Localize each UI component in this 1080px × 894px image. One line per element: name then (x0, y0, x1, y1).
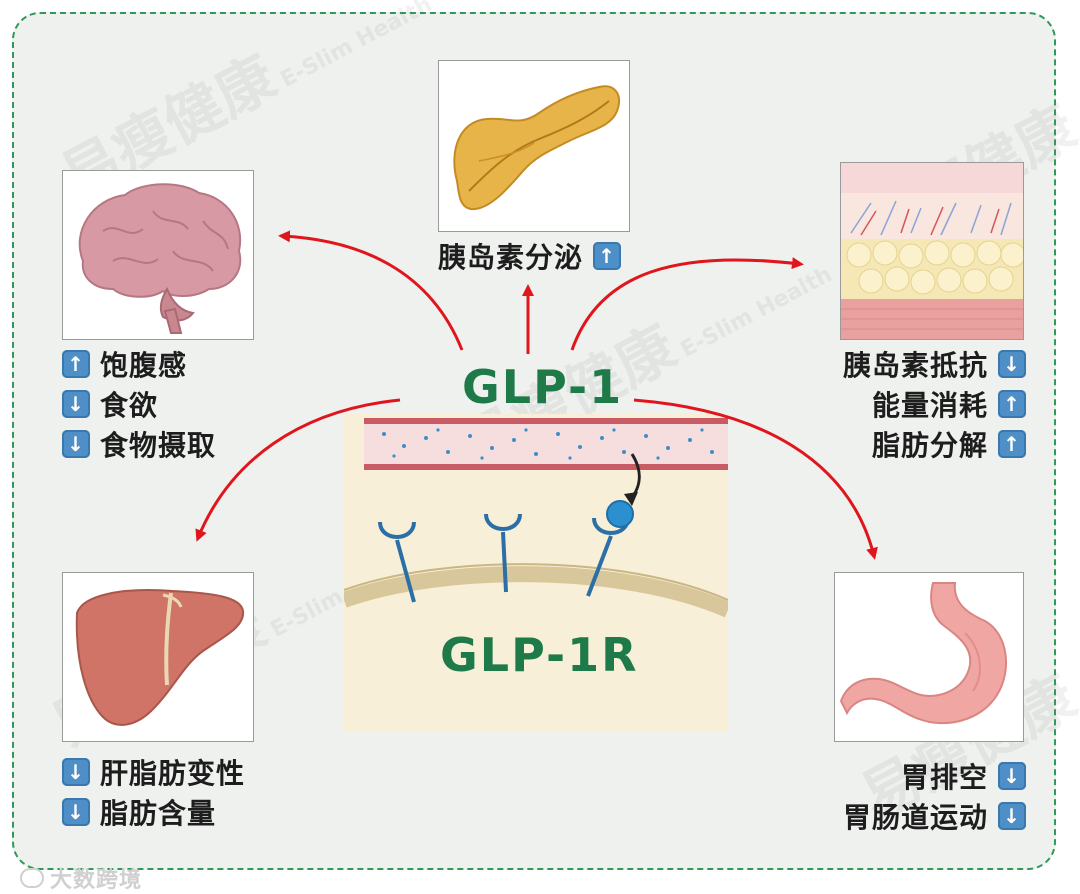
label-gi-motility: 胃肠道运动 ↓ (800, 796, 1026, 836)
arrow-up-icon: ↑ (62, 350, 90, 378)
top-labels: 胰岛素分泌 ↑ (438, 236, 648, 276)
receptor-label: GLP-1R (440, 628, 639, 682)
chat-bubble-icon (20, 868, 44, 888)
arrow-to-liver (195, 398, 401, 542)
arrow-down-icon: ↓ (62, 430, 90, 458)
label-text: 能量消耗 (871, 389, 988, 422)
label-energy-expenditure: 能量消耗 ↑ (780, 384, 1026, 424)
label-text: 胰岛素分泌 (438, 241, 584, 274)
hormone-label: GLP-1 (462, 360, 624, 414)
receptor-illustration (344, 414, 728, 732)
stomach-icon (839, 582, 1008, 725)
arrow-down-icon: ↓ (998, 762, 1026, 790)
cell-membrane-icon (344, 418, 728, 618)
adipose-tissue-icon (841, 163, 1023, 339)
label-text: 胰岛素抵抗 (842, 349, 988, 382)
arrow-down-icon: ↓ (998, 350, 1026, 378)
liver-icon (75, 588, 245, 726)
upper-right-labels: 胰岛素抵抗 ↓ 能量消耗 ↑ 脂肪分解 ↑ (780, 344, 1026, 464)
label-insulin-secretion: 胰岛素分泌 ↑ (438, 236, 648, 276)
lower-left-labels: ↓ 肝脂肪变性 ↓ 脂肪含量 (62, 752, 322, 832)
label-text: 胃排空 (900, 761, 988, 794)
adipose-tissue-image (840, 162, 1024, 340)
label-text: 食物摄取 (100, 429, 217, 462)
upper-left-labels: ↑ 饱腹感 ↓ 食欲 ↓ 食物摄取 (62, 344, 302, 464)
arrow-down-icon: ↓ (998, 802, 1026, 830)
label-lipolysis: 脂肪分解 ↑ (780, 424, 1026, 464)
label-fat-content: ↓ 脂肪含量 (62, 792, 322, 832)
label-hepatic-steatosis: ↓ 肝脂肪变性 (62, 752, 322, 792)
arrow-to-stomach (633, 398, 878, 560)
arrow-down-icon: ↓ (62, 390, 90, 418)
arrow-up-icon: ↑ (998, 390, 1026, 418)
label-gastric-emptying: 胃排空 ↓ (800, 756, 1026, 796)
label-appetite: ↓ 食欲 (62, 384, 302, 424)
arrow-up-icon: ↑ (998, 430, 1026, 458)
stomach-image (834, 572, 1024, 742)
arrow-to-brain (278, 230, 464, 351)
footer-watermark: 大数跨境 (20, 862, 142, 894)
liver-image (62, 572, 254, 742)
arrow-up-icon: ↑ (593, 242, 622, 270)
label-insulin-resistance: 胰岛素抵抗 ↓ (780, 344, 1026, 384)
label-text: 肝脂肪变性 (100, 757, 246, 790)
label-text: 脂肪分解 (871, 429, 988, 462)
pancreas-icon (453, 85, 620, 211)
label-text: 饱腹感 (100, 349, 188, 382)
lower-right-labels: 胃排空 ↓ 胃肠道运动 ↓ (800, 756, 1026, 836)
label-text: 脂肪含量 (100, 797, 217, 830)
label-satiety: ↑ 饱腹感 (62, 344, 302, 384)
arrow-down-icon: ↓ (62, 798, 90, 826)
arrow-down-icon: ↓ (62, 758, 90, 786)
brain-icon (78, 183, 242, 334)
label-food-intake: ↓ 食物摄取 (62, 424, 302, 464)
label-text: 食欲 (100, 389, 159, 422)
pancreas-image (438, 60, 630, 232)
arrow-to-adipose (570, 257, 804, 351)
label-text: 胃肠道运动 (842, 801, 988, 834)
brain-image (62, 170, 254, 340)
